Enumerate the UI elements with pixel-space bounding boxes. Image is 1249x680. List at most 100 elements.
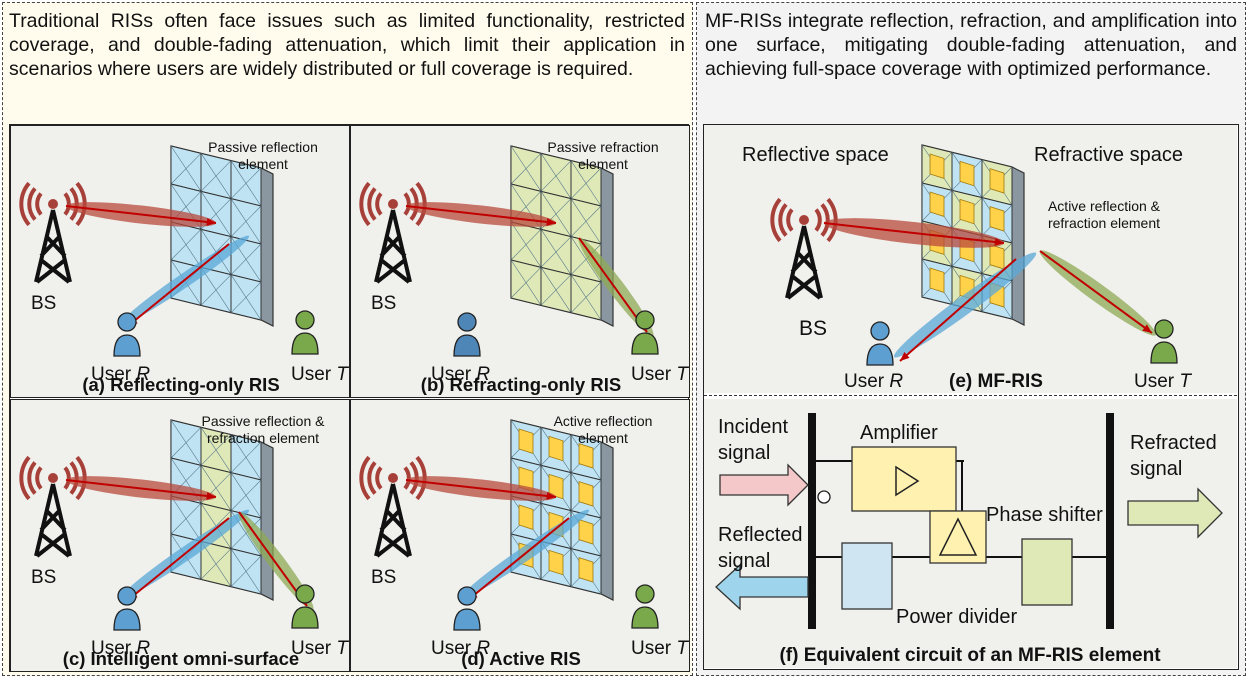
- refractive-space-label: Refractive space: [1034, 144, 1183, 166]
- user-icon: [631, 310, 659, 355]
- user-body: [113, 608, 141, 631]
- incident-ray-line: [823, 222, 1005, 244]
- user-head: [635, 584, 655, 604]
- element-diagonal: [570, 281, 602, 313]
- user-label-letter: T: [336, 638, 349, 659]
- element-diagonal: [230, 167, 262, 199]
- user-head: [1154, 319, 1174, 339]
- element-diagonal: [170, 153, 202, 185]
- bs-label: BS: [31, 567, 56, 588]
- refract-phase-shifter-box: [1021, 538, 1073, 606]
- element-diagonal: [170, 503, 202, 535]
- bs-tower-icon: [770, 197, 838, 300]
- circuit-label: Incident: [718, 416, 788, 438]
- user-t-label: User T: [291, 364, 349, 385]
- element-label: Active reflection: [554, 413, 653, 429]
- circuit-label: signal: [718, 442, 770, 464]
- incident-ray: [405, 205, 557, 226]
- circuit-label: Reflected: [718, 524, 803, 546]
- incident-ray-line: [65, 205, 217, 224]
- tower-lattice: [34, 209, 72, 284]
- user-head: [870, 321, 890, 341]
- active-element-core: [548, 549, 564, 576]
- element-diagonal: [200, 548, 232, 580]
- dc-source-icon: [817, 490, 831, 504]
- amplifier-label: Amplifier: [860, 422, 938, 444]
- ris-surface: [170, 419, 274, 601]
- user-head: [295, 310, 315, 330]
- user-body: [1150, 341, 1178, 364]
- user-r-label: User R: [91, 364, 150, 385]
- user-head: [457, 586, 477, 606]
- user-label-letter: T: [676, 638, 689, 659]
- element-diagonal: [200, 160, 232, 192]
- user-head: [635, 310, 655, 330]
- incident-ray-head: [206, 492, 216, 500]
- circuit-label: Refracted: [1130, 432, 1217, 454]
- element-label: Passive refraction: [547, 139, 658, 155]
- refracted-ray: [1039, 250, 1153, 334]
- active-element-core: [518, 428, 534, 454]
- active-element-core: [548, 435, 564, 462]
- radio-wave-left-2: [359, 455, 371, 501]
- active-element-core: [929, 267, 945, 293]
- radio-wave-left-0: [375, 192, 383, 216]
- incident-ray-line: [65, 479, 217, 498]
- user-label-prefix: User: [844, 371, 889, 392]
- user-head: [117, 312, 137, 332]
- active-element-core: [578, 443, 594, 469]
- mf-ris-description: MF-RISs integrate reflection, refraction…: [705, 10, 1237, 80]
- user-label-letter: R: [136, 638, 150, 659]
- mf-ris-panel: MF-RISs integrate reflection, refraction…: [696, 2, 1246, 676]
- user-label-letter: R: [889, 371, 903, 392]
- radio-wave-left-1: [367, 461, 377, 495]
- radio-wave-left-0: [786, 208, 794, 232]
- panel-caption: (c) Intelligent omni-surface: [63, 648, 299, 669]
- user-body: [631, 332, 659, 355]
- active-element-core: [989, 168, 1005, 194]
- reflected-ray-line: [127, 517, 230, 601]
- user-r-label: User R: [844, 371, 903, 392]
- user-label-prefix: User: [1134, 371, 1179, 392]
- traditional-ris-description: Traditional RISs often face issues such …: [9, 10, 685, 80]
- element-diagonal: [170, 229, 202, 261]
- user-icon: [291, 310, 319, 355]
- incident-ray-head: [546, 492, 556, 500]
- bs-tower-icon: [19, 455, 87, 558]
- element-diagonal: [540, 160, 572, 192]
- element-diagonal: [230, 441, 262, 473]
- user-icon: [866, 321, 894, 366]
- user-body: [291, 332, 319, 355]
- radio-wave-left-2: [19, 455, 31, 501]
- circuit-label: signal: [718, 550, 770, 572]
- element-diagonal: [510, 229, 542, 261]
- tower-lattice: [374, 209, 412, 284]
- user-label-prefix: User: [91, 364, 136, 385]
- user-r-label: User R: [431, 364, 490, 385]
- ris-surface: [510, 419, 614, 601]
- antenna-tip: [388, 473, 398, 483]
- active-element-core: [929, 191, 945, 217]
- radio-wave-left-1: [27, 187, 37, 221]
- refracted-arrow-icon: [1127, 487, 1223, 539]
- active-element-core: [518, 504, 534, 530]
- element-diagonal: [170, 427, 202, 459]
- user-label-letter: R: [476, 364, 490, 385]
- incident-ray: [65, 479, 217, 500]
- user-label-letter: T: [336, 364, 349, 385]
- user-body: [866, 343, 894, 366]
- panel-caption: (d) Active RIS: [461, 648, 581, 669]
- user-head: [117, 586, 137, 606]
- radio-wave-left-2: [770, 197, 782, 243]
- antenna-tip: [799, 215, 809, 225]
- radio-wave-left-2: [19, 181, 31, 227]
- antenna-tip: [48, 473, 58, 483]
- active-element-core: [989, 244, 1005, 270]
- user-label-prefix: User: [91, 638, 136, 659]
- radio-wave-right-0: [63, 192, 71, 216]
- user-r-label: User R: [91, 638, 150, 659]
